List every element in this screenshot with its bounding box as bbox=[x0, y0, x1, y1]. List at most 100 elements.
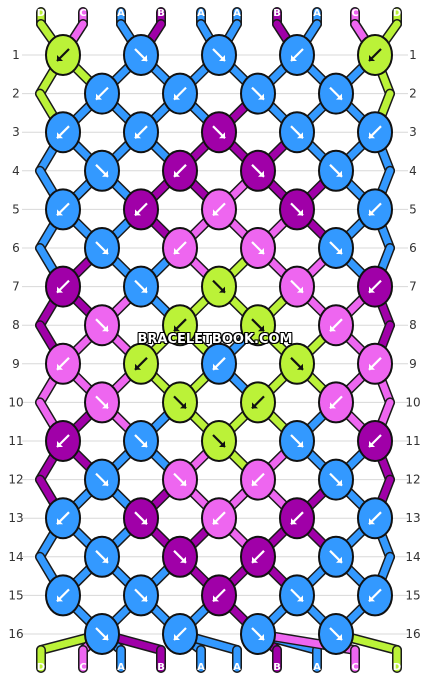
knot-arrowhead-icon bbox=[102, 634, 108, 640]
knot bbox=[279, 342, 315, 385]
knot-arrowhead-icon bbox=[174, 93, 180, 100]
knot-arrowhead-icon bbox=[135, 132, 141, 139]
knot-arrowhead-icon bbox=[258, 248, 264, 254]
knot bbox=[357, 111, 393, 154]
knot bbox=[279, 574, 315, 617]
knot bbox=[201, 188, 237, 231]
knot bbox=[240, 72, 276, 115]
knot-arrowhead-icon bbox=[96, 93, 102, 100]
knot-arrowhead-icon bbox=[57, 209, 63, 216]
strand-label-bottom: C bbox=[79, 662, 86, 673]
knot bbox=[123, 497, 159, 540]
knot-arrowhead-icon bbox=[102, 402, 108, 409]
knot-arrowhead-icon bbox=[180, 479, 186, 486]
knot bbox=[201, 34, 237, 76]
knot bbox=[84, 535, 120, 578]
knot-arrowhead-icon bbox=[102, 325, 108, 332]
knot bbox=[162, 381, 198, 424]
knot-arrowhead-icon bbox=[336, 634, 342, 640]
row-label-left: 5 bbox=[12, 202, 20, 216]
row-label-left: 15 bbox=[8, 588, 23, 602]
strand-label-bottom: A bbox=[313, 662, 321, 673]
knot bbox=[123, 111, 159, 154]
knot bbox=[279, 420, 315, 462]
knot-arrowhead-icon bbox=[369, 286, 375, 293]
row-label-right: 4 bbox=[409, 164, 417, 178]
knot-arrowhead-icon bbox=[219, 55, 225, 61]
strand-label-bottom: C bbox=[351, 662, 358, 673]
knot bbox=[240, 613, 276, 655]
knot-arrowhead-icon bbox=[174, 248, 180, 254]
knot bbox=[357, 188, 393, 231]
knot-arrowhead-icon bbox=[135, 209, 141, 216]
row-label-right: 10 bbox=[405, 395, 420, 409]
knot-arrowhead-icon bbox=[135, 363, 141, 370]
knot-arrowhead-icon bbox=[336, 556, 342, 563]
knot bbox=[240, 458, 276, 501]
knot-arrowhead-icon bbox=[141, 286, 147, 293]
knot-arrowhead-icon bbox=[213, 363, 219, 370]
knot bbox=[357, 420, 393, 462]
knot-arrowhead-icon bbox=[219, 286, 225, 293]
knot bbox=[201, 420, 237, 462]
row-label-left: 11 bbox=[8, 434, 23, 448]
knot-arrowhead-icon bbox=[369, 209, 375, 216]
strand-label-top: A bbox=[313, 8, 321, 19]
knot-arrowhead-icon bbox=[102, 479, 108, 486]
knot-arrowhead-icon bbox=[336, 248, 342, 254]
row-label-left: 16 bbox=[8, 627, 23, 641]
knot bbox=[123, 34, 159, 76]
knot-arrowhead-icon bbox=[369, 518, 375, 525]
knot-arrowhead-icon bbox=[369, 363, 375, 370]
knot bbox=[318, 149, 354, 192]
strand-label-top: D bbox=[37, 8, 45, 19]
knot bbox=[357, 34, 393, 76]
row-label-right: 2 bbox=[409, 87, 417, 101]
strand-label-bottom: B bbox=[157, 662, 165, 673]
strand-label-top: C bbox=[351, 8, 358, 19]
strand-label-bottom: D bbox=[37, 662, 45, 673]
knot bbox=[240, 535, 276, 578]
row-label-right: 11 bbox=[405, 434, 420, 448]
row-label-right: 14 bbox=[405, 550, 420, 564]
knot-arrowhead-icon bbox=[297, 286, 303, 293]
knot bbox=[45, 265, 81, 308]
knot bbox=[162, 613, 198, 655]
knot bbox=[318, 381, 354, 424]
knot bbox=[201, 574, 237, 617]
knot bbox=[201, 342, 237, 385]
row-label-right: 16 bbox=[405, 627, 420, 641]
row-label-left: 14 bbox=[8, 550, 23, 564]
knot bbox=[84, 381, 120, 424]
row-label-right: 13 bbox=[405, 511, 420, 525]
knot-arrowhead-icon bbox=[291, 518, 297, 525]
row-label-left: 13 bbox=[8, 511, 23, 525]
knot-arrowhead-icon bbox=[219, 132, 225, 139]
knot bbox=[201, 497, 237, 540]
knot-arrowhead-icon bbox=[258, 325, 264, 332]
row-label-right: 5 bbox=[409, 202, 417, 216]
knot-arrowhead-icon bbox=[141, 441, 147, 447]
knot-arrowhead-icon bbox=[213, 209, 219, 216]
row-label-left: 1 bbox=[12, 48, 20, 62]
knot bbox=[279, 111, 315, 154]
knot-arrowhead-icon bbox=[297, 132, 303, 139]
knot bbox=[123, 188, 159, 231]
knot-arrowhead-icon bbox=[258, 93, 264, 100]
knot-arrowhead-icon bbox=[330, 325, 336, 332]
knot bbox=[162, 227, 198, 269]
knot-arrowhead-icon bbox=[369, 55, 375, 61]
knot-arrowhead-icon bbox=[174, 634, 180, 640]
knot bbox=[162, 149, 198, 192]
row-label-left: 2 bbox=[12, 87, 20, 101]
knot-grid bbox=[45, 34, 393, 655]
knot-arrowhead-icon bbox=[57, 363, 63, 370]
knot bbox=[357, 497, 393, 540]
knot bbox=[162, 72, 198, 115]
strand-label-top: A bbox=[197, 8, 205, 19]
row-label-left: 3 bbox=[12, 125, 20, 139]
row-label-left: 10 bbox=[8, 395, 23, 409]
knot bbox=[123, 420, 159, 462]
